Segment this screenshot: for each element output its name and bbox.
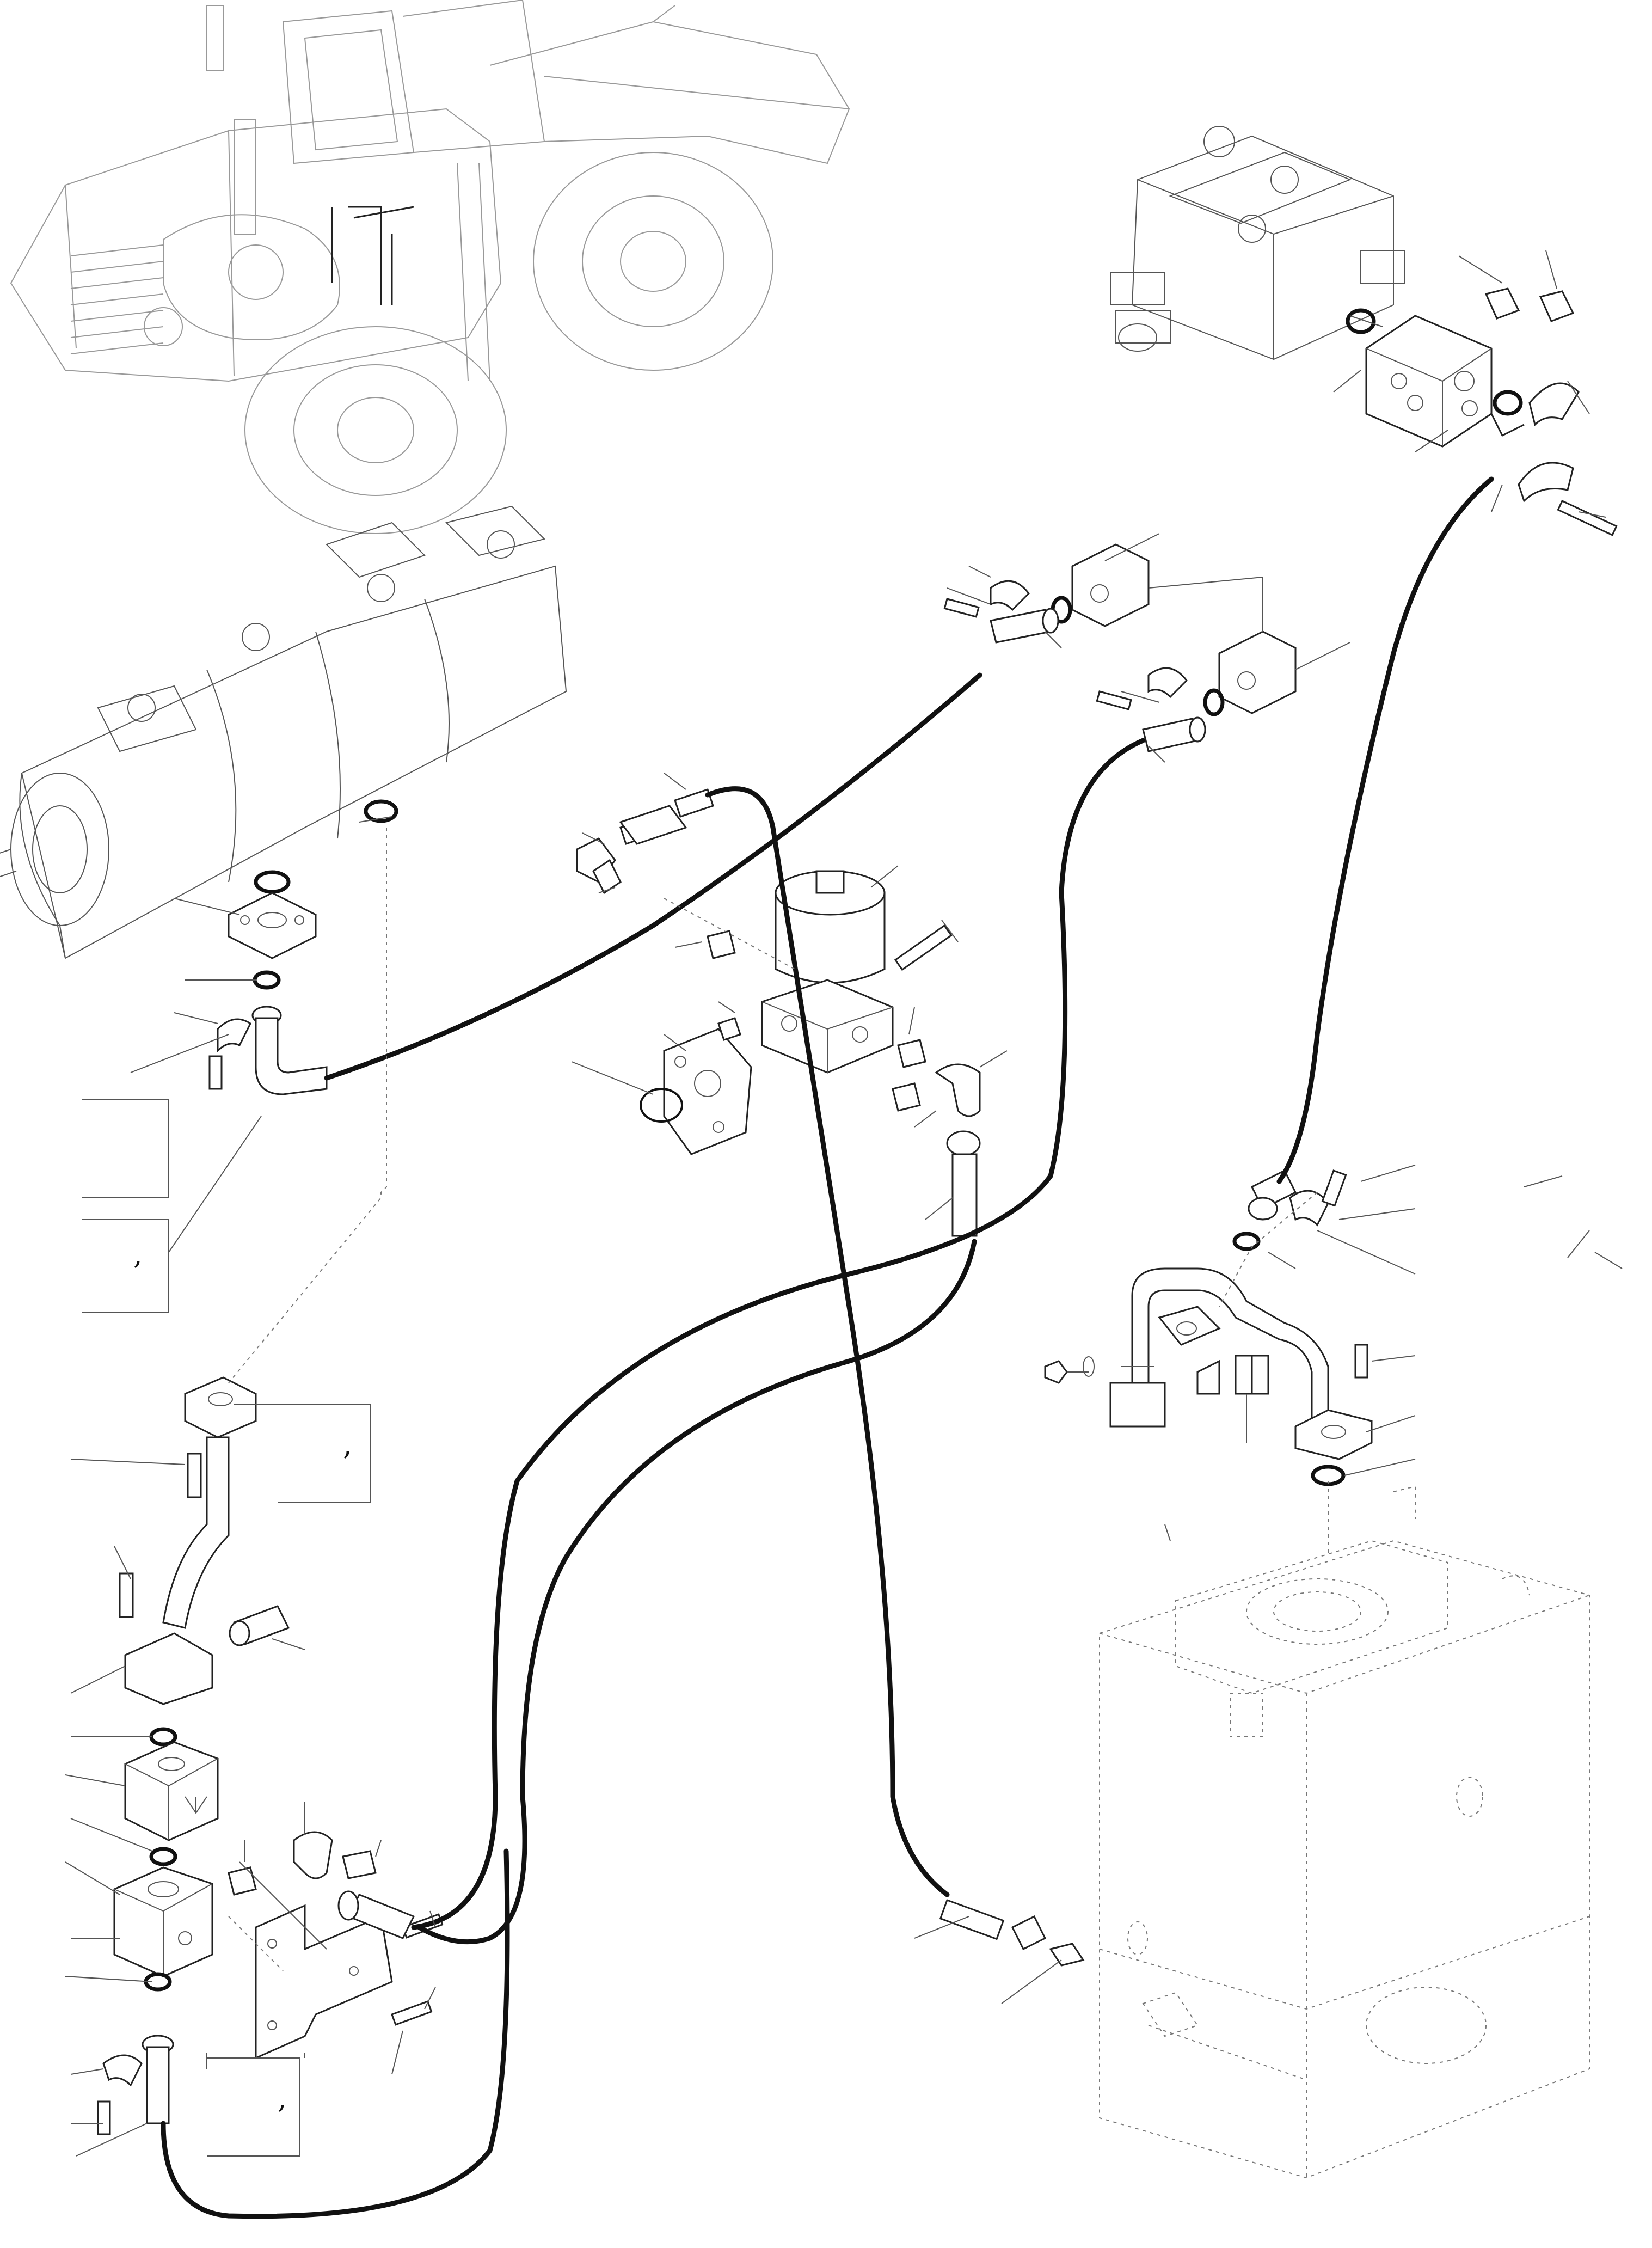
clamp-upper-1: [943, 580, 1030, 618]
adapter-block-upper-2: [1218, 630, 1297, 714]
wheel-loader-illustration: [10, 0, 850, 534]
check-valve-block: [124, 1741, 219, 1841]
elbow-fitting-lower-left: [228, 1831, 377, 1896]
o-ring-valve-plate: [640, 1088, 683, 1123]
o-ring-pump-flange: [254, 870, 291, 894]
hose-end-upper-1: [990, 608, 1059, 644]
flange-fitting-lower-left-bottom: [97, 2035, 174, 2135]
adapter-block-lower-left: [113, 1866, 213, 1977]
hose-end-valve-right: [946, 1130, 981, 1237]
callout-comma-1: ,: [133, 1239, 143, 1271]
hose-end-valve-top: [619, 788, 714, 845]
solenoid-valve: [761, 870, 953, 1074]
nut-and-washer: [1044, 1356, 1095, 1384]
pump-elbow-fitting: [208, 1006, 328, 1095]
callout-comma-2: ,: [343, 1429, 352, 1462]
o-ring-lower-left-1: [149, 1727, 177, 1747]
o-ring-pump-outlet: [364, 799, 398, 823]
o-ring-right-middle: [1232, 1232, 1261, 1251]
o-ring-valve-right: [1493, 390, 1523, 416]
pump-flange: [228, 892, 317, 959]
adapter-block-upper-1: [1071, 543, 1150, 627]
o-ring-upper-2: [1203, 688, 1225, 716]
plug-caps: [1484, 287, 1575, 322]
valve-mount-plate: [663, 1028, 752, 1155]
fitting-valve-right: [892, 1039, 981, 1117]
flange-lower-left-upper: [184, 1376, 257, 1498]
flange-clamp-top-right: [1490, 382, 1618, 536]
o-ring-pump-fitting: [253, 970, 281, 990]
o-ring-valve-left: [1346, 308, 1376, 334]
control-valve-assembly: [1110, 126, 1405, 360]
fitting-valve-small-2: [717, 1017, 741, 1041]
clamp-right-middle: [1289, 1169, 1347, 1227]
fitting-valve-small-1: [707, 930, 736, 959]
hose-end-right-middle: [1248, 1169, 1297, 1221]
hose-end-tank: [939, 1899, 1085, 1967]
leader-lines: [65, 250, 1623, 2157]
rigid-tube-right: [1109, 1267, 1373, 1460]
o-ring-lower-left-2: [149, 1847, 177, 1866]
hose-end-lower-left: [337, 1890, 415, 1939]
center-lines: [228, 828, 1329, 1971]
hydraulic-hoses: [161, 476, 1494, 2219]
hydraulic-tank: [1099, 1485, 1590, 2179]
hydraulic-pump-assembly: [0, 505, 567, 959]
adapter-block-valve: [1365, 315, 1493, 448]
rigid-tube-lower-left: [119, 1436, 230, 1705]
pressure-sensor-lower-left: [229, 1605, 290, 1646]
callout-comma-3: ,: [278, 2082, 287, 2115]
hose-end-upper-2: [1142, 716, 1206, 752]
clamp-upper-2: [1096, 667, 1188, 710]
mounting-bracket: [255, 1904, 393, 2060]
